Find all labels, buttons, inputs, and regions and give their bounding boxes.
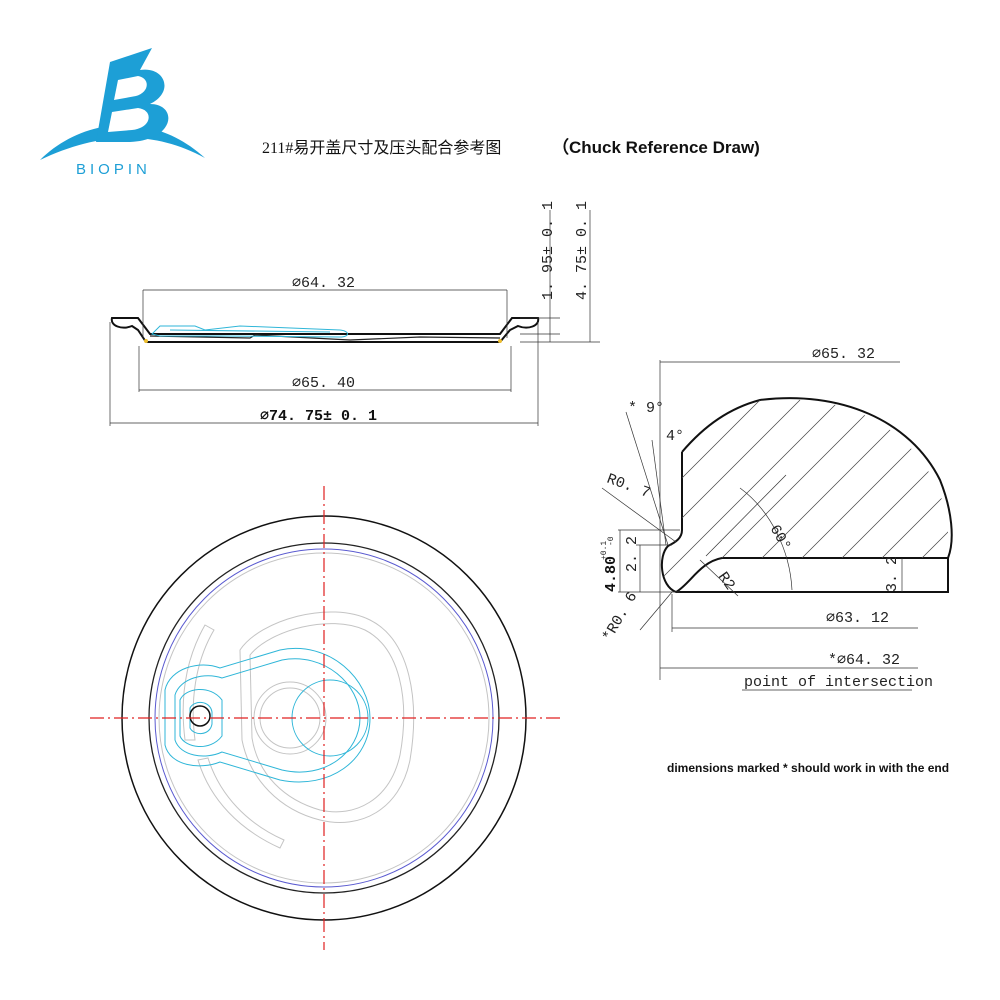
pull-tab [164,648,371,783]
hatching [663,399,948,591]
top-plan-view [90,486,560,950]
dim-angle-9: * 9° [628,400,664,417]
dim-radius-2: R2 [714,569,738,594]
biopin-logo: BIOPIN [40,48,205,178]
dim-angle-4: 4° [666,428,684,445]
note-starred-dimensions: dimensions marked * should work in with … [667,761,949,775]
dim-tol-minus: -0 [607,536,616,546]
side-section-view: ∅64. 32 ∅65. 40 ∅74. 75± 0. 1 1. 95± 0. … [109,201,600,426]
dim-radius-07: R0. 7 [604,471,652,502]
title-english: （Chuck Reference Draw) [552,137,760,157]
dim-dia-6540: ∅65. 40 [292,375,355,392]
dim-22: 2. 2 [624,536,641,572]
dim-dia-6312: ∅63. 12 [826,610,889,627]
left-arc-slot [182,624,215,741]
dim-dia-6432-detail: *∅64. 32 [828,652,900,669]
logo-company-name: BIOPIN [76,161,151,178]
dim-angle-60: 60° [766,522,794,554]
dim-dia-6532: ∅65. 32 [812,346,875,363]
dim-height-480: 4.80 [603,556,620,592]
dim-radius-06: *R0. 6 [600,589,642,644]
dim-32: 3. 2 [884,556,901,592]
dim-height-195: 1. 95± 0. 1 [540,201,557,300]
logo-swoosh-icon [40,125,205,160]
rivet-circle [189,705,211,727]
lid-profile [110,317,540,343]
dim-dia-7475: ∅74. 75± 0. 1 [260,408,377,425]
dim-height-475: 4. 75± 0. 1 [574,201,591,300]
chuck-body [660,397,953,594]
label-point-of-intersection: point of intersection [744,674,933,691]
dim-dia-6432-top: ∅64. 32 [292,275,355,292]
chuck-detail-view: ∅65. 32 * 9° 4° R0. 7 4.80 +0.1 -0 2. 2 … [600,346,953,691]
score-outline [239,611,415,823]
title-chinese: 211#易开盖尺寸及压头配合参考图 [262,139,501,157]
dim-tol-plus: +0.1 [600,541,609,560]
